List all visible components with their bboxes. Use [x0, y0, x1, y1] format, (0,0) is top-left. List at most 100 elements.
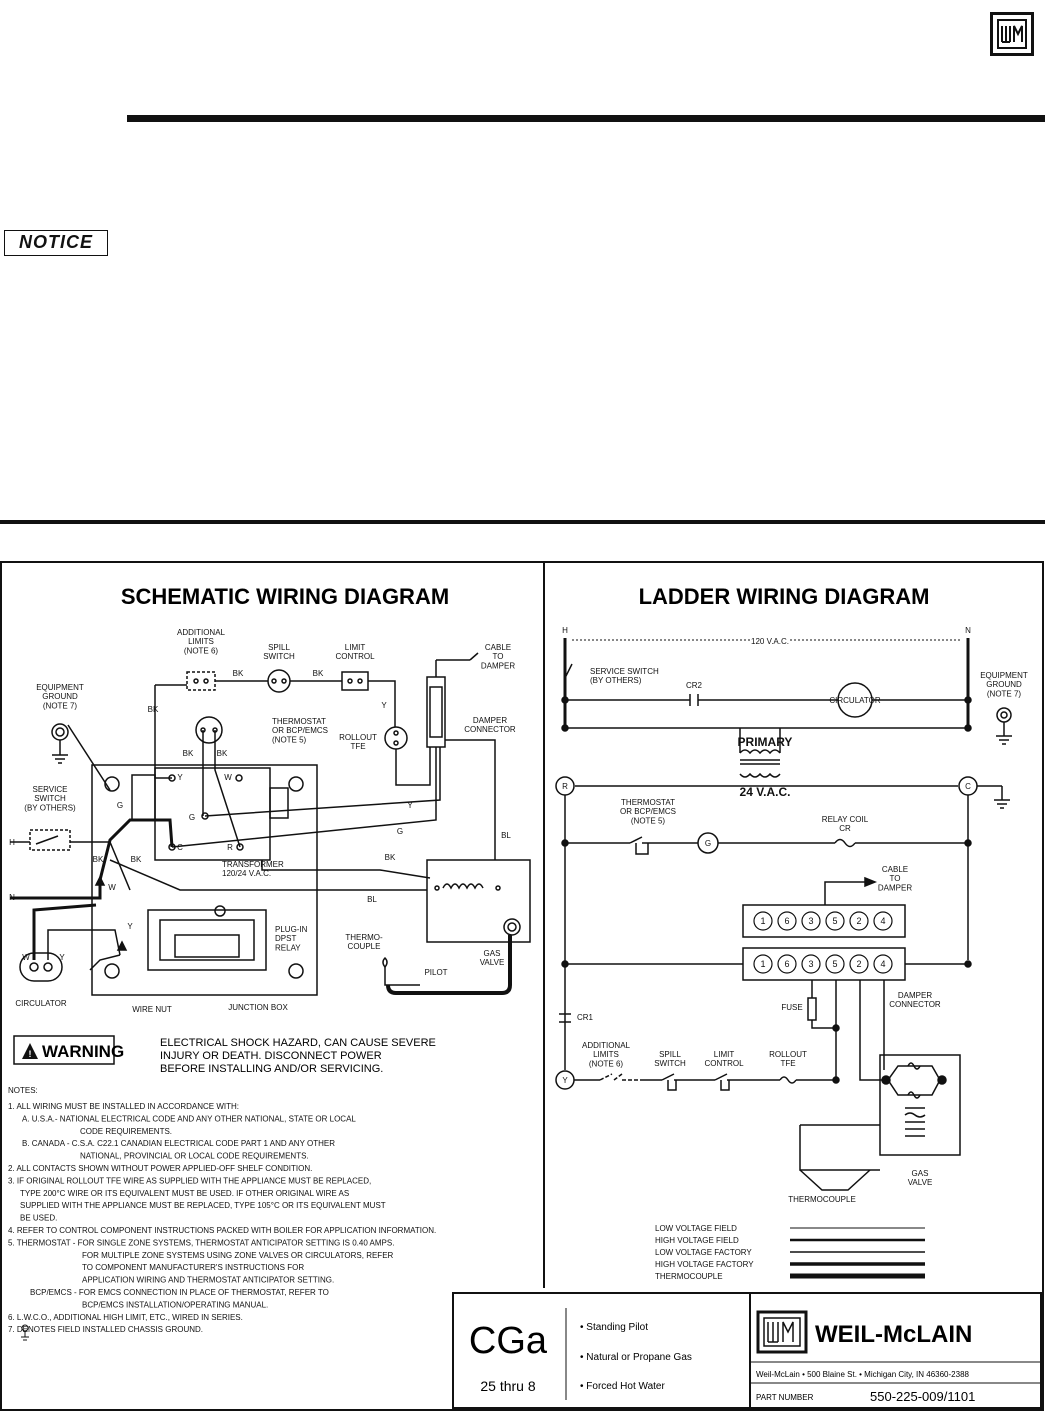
ladder-h-label: H: [562, 626, 568, 635]
wire-color-label: BK: [183, 749, 194, 758]
note-line: TO COMPONENT MANUFACTURER'S INSTRUCTIONS…: [82, 1263, 304, 1272]
warning-text: ELECTRICAL SHOCK HAZARD, CAN CAUSE SEVER…: [160, 1037, 436, 1049]
warning-box: ! WARNING ELECTRICAL SHOCK HAZARD, CAN C…: [13, 1035, 436, 1075]
cr1-label: CR1: [577, 1013, 594, 1022]
connector-pin-number: 6: [784, 959, 789, 969]
wire-color-label: G: [117, 801, 123, 810]
note-line: A. U.S.A.- NATIONAL ELECTRICAL CODE AND …: [22, 1114, 356, 1123]
connector-pin: [825, 954, 845, 974]
note-line: BE USED.: [20, 1214, 57, 1223]
ladder-labels: H N 120 V.A.C. SERVICE SWITCH(BY OTHERS)…: [562, 626, 1028, 1204]
connector-pin-number: 4: [880, 916, 885, 926]
wire-color-label: W: [108, 883, 116, 892]
connector-pin-number: 3: [808, 959, 813, 969]
note-line: BCP/EMCS - FOR EMCS CONNECTION IN PLACE …: [30, 1288, 329, 1297]
wire-color-label: BL: [501, 831, 511, 840]
schematic-title: SCHEMATIC WIRING DIAGRAM: [121, 584, 449, 609]
connector-pin-number: 6: [784, 916, 789, 926]
cr2-label: CR2: [686, 681, 703, 690]
terminal-y-label: Y: [177, 773, 183, 782]
address-line: Weil-McLain • 500 Blaine St. • Michigan …: [756, 1370, 970, 1379]
wire-nut-label: WIRE NUT: [132, 1005, 172, 1014]
note-line: FOR MULTIPLE ZONE SYSTEMS USING ZONE VAL…: [82, 1251, 394, 1260]
wire-color-label: BK: [233, 669, 244, 678]
brand-name: WEIL-McLAIN: [815, 1321, 972, 1348]
ladder-title: LADDER WIRING DIAGRAM: [639, 584, 930, 609]
connector-pin: [873, 954, 893, 974]
wire-color-label: G: [397, 827, 403, 836]
wire-color-label: BK: [385, 853, 396, 862]
connector-pin: [849, 954, 869, 974]
thermocouple-label: THERMO-COUPLE: [345, 933, 383, 951]
note-line: 5. THERMOSTAT - FOR SINGLE ZONE SYSTEMS,…: [8, 1238, 394, 1247]
feature-item: • Forced Hot Water: [580, 1381, 665, 1392]
connector-pin: [801, 954, 821, 974]
line-legend: LOW VOLTAGE FIELD HIGH VOLTAGE FIELD LOW V…: [655, 1224, 925, 1281]
connector-pin-number: 4: [880, 959, 885, 969]
wire-color-label: BK: [93, 855, 104, 864]
note-line: 4. REFER TO CONTROL COMPONENT INSTRUCTIO…: [8, 1226, 436, 1235]
part-number: 550-225-009/1101: [870, 1389, 975, 1404]
connector-pin: [801, 911, 821, 931]
ladder-diagram: [555, 638, 1012, 1191]
warning-label: WARNING: [42, 1042, 124, 1061]
logo-mark-icon: [1001, 25, 1023, 43]
junction-box-label: JUNCTION BOX: [228, 1003, 288, 1012]
circulator-label: CIRCULATOR: [15, 999, 66, 1008]
wire-color-label: Y: [59, 953, 65, 962]
feature-item: • Natural or Propane Gas: [580, 1352, 692, 1363]
line-h-label: H: [9, 838, 15, 847]
part-number-label: PART NUMBER: [756, 1393, 814, 1402]
ladder-service-switch-label: SERVICE SWITCH(BY OTHERS): [590, 667, 659, 685]
warning-text: INJURY OR DEATH. DISCONNECT POWER: [160, 1050, 382, 1062]
line-n-label: N: [9, 893, 15, 902]
notes-block: NOTES: 1. ALL WIRING MUST BE INSTALLED I…: [8, 1086, 436, 1341]
wiring-diagram-svg: SCHEMATIC WIRING DIAGRAM LADDER WIRING D…: [0, 561, 1044, 1411]
note-line: TYPE 200°C WIRE OR ITS EQUIVALENT MUST B…: [20, 1189, 349, 1198]
svg-text:!: !: [29, 1049, 32, 1059]
legend-item: LOW VOLTAGE FIELD: [655, 1224, 737, 1233]
connector-pin: [777, 911, 797, 931]
ladder-r-label: R: [562, 782, 568, 791]
terminal-g-label: G: [189, 813, 195, 822]
section-divider: [0, 520, 1045, 524]
note-line: APPLICATION WIRING AND THERMOSTAT ANTICI…: [82, 1276, 334, 1285]
connector-pin: [849, 911, 869, 931]
connector-pin-number: 5: [832, 959, 837, 969]
connector-pin-number: 1: [760, 916, 765, 926]
connector-pin-number: 2: [856, 916, 861, 926]
ladder-y-label: Y: [562, 1076, 568, 1085]
terminal-r-label: R: [227, 843, 233, 852]
warning-text: BEFORE INSTALLING AND/OR SERVICING.: [160, 1063, 383, 1075]
legend-item: HIGH VOLTAGE FIELD: [655, 1236, 739, 1245]
pilot-label: PILOT: [424, 968, 447, 977]
note-line: 2. ALL CONTACTS SHOWN WITHOUT POWER APPL…: [8, 1164, 312, 1173]
ladder-c-label: C: [965, 782, 971, 791]
legend-item: HIGH VOLTAGE FACTORY: [655, 1260, 754, 1269]
note-line: BCP/EMCS INSTALLATION/OPERATING MANUAL.: [82, 1300, 268, 1309]
wire-color-label: W: [22, 953, 30, 962]
section-rule: [127, 115, 1045, 122]
schematic-diagram: [10, 652, 531, 996]
ladder-thermocouple-label: THERMOCOUPLE: [788, 1195, 856, 1204]
legend-item: LOW VOLTAGE FACTORY: [655, 1248, 752, 1257]
terminal-c-label: C: [177, 843, 183, 852]
fuse-label: FUSE: [781, 1003, 802, 1012]
note-line: B. CANADA - C.S.A. C22.1 CANADIAN ELECTR…: [22, 1139, 335, 1148]
note-line: 6. L.W.C.O., ADDITIONAL HIGH LIMIT, ETC.…: [8, 1313, 243, 1322]
connector-pin-number: 1: [760, 959, 765, 969]
